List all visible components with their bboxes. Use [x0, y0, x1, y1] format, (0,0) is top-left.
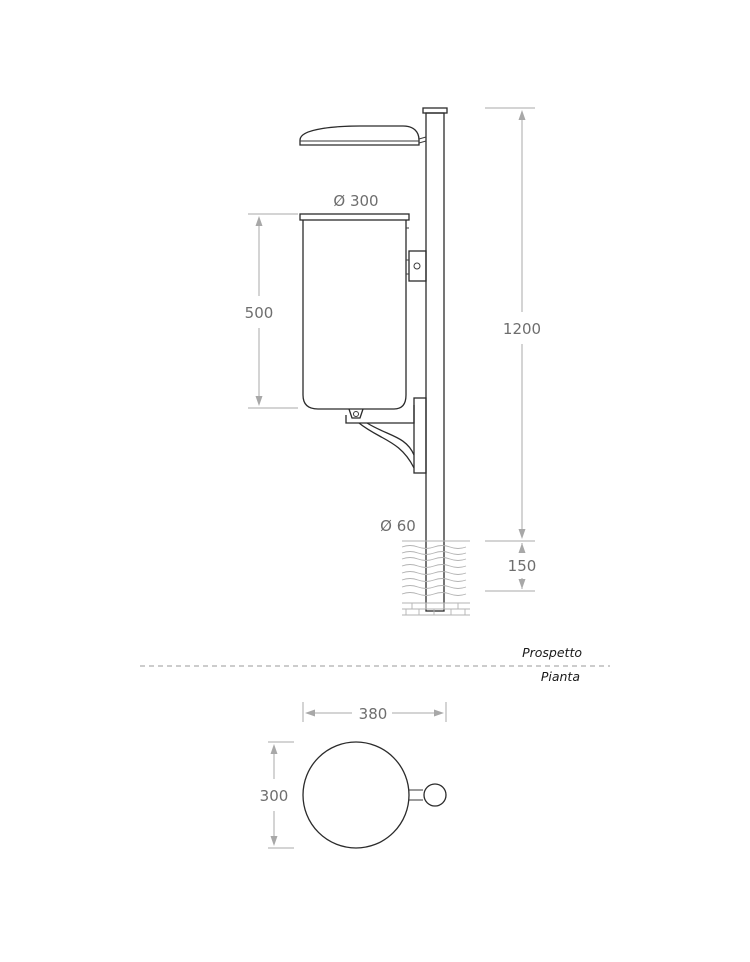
pole-cap — [422, 107, 448, 114]
ground-section — [401, 540, 470, 616]
bin-body — [299, 213, 410, 410]
dim-pole-height — [485, 107, 535, 542]
pole — [425, 112, 445, 612]
dim-embed-depth-label: 150 — [508, 557, 537, 575]
dim-plan-width — [302, 702, 447, 722]
dim-bin-height — [248, 213, 298, 409]
dim-pole-diameter-label: Ø 60 — [380, 517, 416, 535]
elevation-view-label: Prospetto — [522, 645, 582, 660]
plan-view-label: Pianta — [541, 669, 580, 684]
upper-clamp — [406, 250, 427, 282]
plan-view: 380 300 — [260, 702, 447, 849]
plan-bin-circle — [302, 741, 410, 849]
dim-bin-diameter-label: Ø 300 — [333, 192, 378, 210]
dim-embed-depth — [485, 543, 535, 592]
dim-bin-height-label: 500 — [245, 304, 274, 322]
dim-plan-width-label: 380 — [359, 705, 388, 723]
plan-pole-circle — [423, 783, 447, 807]
elevation-view: 500 Ø 300 1200 150 Ø 60 — [245, 107, 541, 616]
rain-cover — [299, 125, 427, 146]
dim-plan-diameter — [268, 741, 294, 849]
dim-pole-height-label: 1200 — [503, 320, 541, 338]
dim-plan-diameter-label: 300 — [260, 787, 289, 805]
lower-bracket — [345, 397, 427, 474]
